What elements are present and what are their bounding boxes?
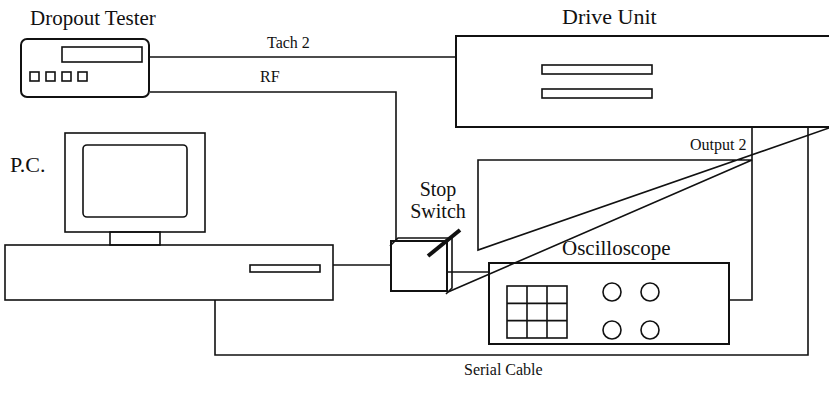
dropout-tester: Dropout Tester: [20, 38, 150, 98]
device-part: [507, 303, 567, 305]
stop-switch: Stop Switch: [390, 240, 448, 292]
device-part: [428, 230, 460, 256]
device-part: [542, 65, 652, 74]
signal-label: RF: [258, 68, 282, 86]
drive-unit-illustration: [457, 37, 829, 126]
device-part: [546, 286, 548, 338]
device-label: P.C.: [10, 153, 45, 177]
device-part: [46, 72, 55, 81]
device-part: [526, 286, 528, 338]
device-part: [83, 145, 187, 217]
device-part: [250, 265, 320, 272]
device-part: [30, 72, 39, 81]
signal-label: Tach 2: [265, 34, 312, 52]
device-part: [507, 286, 567, 338]
computer-illustration: [5, 133, 333, 300]
drive-unit: Drive Unit: [455, 35, 829, 128]
dropout-tester-illustration: [22, 40, 148, 96]
signal-label: Output 2: [688, 136, 748, 154]
cable: [448, 271, 488, 273]
device-part: [62, 47, 142, 62]
control-knob: [641, 283, 659, 301]
oscilloscope: Oscilloscope: [488, 262, 730, 345]
control-knob: [641, 321, 659, 339]
device-label: Stop Switch: [402, 178, 474, 222]
signal-label: Serial Cable: [462, 361, 545, 379]
cable: [150, 56, 455, 58]
device-part: [507, 320, 567, 322]
cable: [215, 128, 808, 355]
cable: [448, 128, 829, 292]
device-part: [110, 232, 160, 245]
device-part: [62, 72, 71, 81]
device-label: Dropout Tester: [30, 7, 156, 30]
device-label: Oscilloscope: [562, 237, 670, 260]
device-label: Drive Unit: [562, 5, 657, 29]
device-part: [78, 72, 87, 81]
oscilloscope-illustration: [490, 264, 728, 343]
control-knob: [603, 283, 621, 301]
cable: [730, 128, 752, 300]
cable: [333, 264, 390, 266]
device-part: [542, 89, 652, 98]
device-part: [5, 245, 333, 300]
device-part: [65, 133, 205, 232]
stop-switch-illustration: [392, 242, 446, 290]
control-knob: [603, 321, 621, 339]
computer: P.C.: [5, 133, 333, 300]
